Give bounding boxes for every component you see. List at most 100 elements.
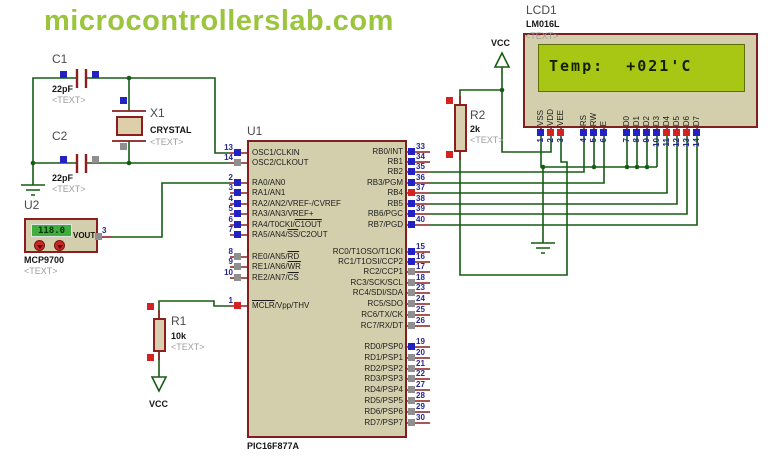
vcc-bottom-label: VCC bbox=[149, 399, 169, 409]
pic-pin-number-38: 38 bbox=[416, 194, 425, 203]
pin-state-indicator bbox=[683, 129, 690, 136]
u2-ref[interactable]: U2 bbox=[24, 198, 40, 212]
wire bbox=[459, 89, 502, 104]
lcd-pin-label-d7: D7 bbox=[692, 115, 701, 126]
pin-state-indicator bbox=[234, 159, 241, 166]
sensor-increase-button[interactable] bbox=[54, 240, 65, 251]
pic-pin-label-13: OSC1/CLKIN bbox=[252, 148, 300, 157]
pic-pin-number-25: 25 bbox=[416, 305, 425, 314]
pin-state-indicator bbox=[408, 343, 415, 350]
pin-state-indicator bbox=[590, 129, 597, 136]
pic-pin-label-34: RB1 bbox=[387, 157, 403, 166]
pic-pin-number-6: 6 bbox=[228, 215, 233, 224]
pic-pin-label-1: MCLR/Vpp/THV bbox=[252, 301, 310, 310]
pic-pin-label-7: RA5/AN4/SS/C2OUT bbox=[252, 230, 328, 239]
junction-dot bbox=[624, 164, 630, 170]
pin-state-indicator bbox=[408, 179, 415, 186]
pin-state-indicator bbox=[147, 303, 154, 310]
pin-state-indicator bbox=[580, 129, 587, 136]
wire bbox=[430, 135, 678, 205]
pic-pin-number-34: 34 bbox=[416, 152, 425, 161]
pin-state-indicator bbox=[408, 289, 415, 296]
pic-pin-label-30: RD7/PSP7 bbox=[364, 418, 403, 427]
c1-ref[interactable]: C1 bbox=[52, 52, 68, 66]
pic-pin-label-24: RC5/SDO bbox=[367, 299, 403, 308]
u2-annotation: <TEXT> bbox=[24, 266, 58, 276]
wire bbox=[430, 135, 605, 184]
pin-state-indicator bbox=[234, 200, 241, 207]
junction-dot bbox=[634, 164, 640, 170]
pin-state-indicator bbox=[693, 129, 700, 136]
lcd-pin-label-rw: RW bbox=[589, 112, 598, 126]
capacitor-c1-plates bbox=[75, 69, 88, 88]
x1-ref[interactable]: X1 bbox=[150, 106, 165, 120]
u2-value: MCP9700 bbox=[24, 255, 65, 265]
pin-state-indicator bbox=[446, 97, 453, 104]
pin-state-indicator bbox=[408, 210, 415, 217]
pin-state-indicator bbox=[600, 129, 607, 136]
vcc-arrow-down-icon bbox=[150, 376, 168, 393]
pic-pin-number-5: 5 bbox=[228, 204, 233, 213]
pin-state-indicator bbox=[408, 375, 415, 382]
pin-state-indicator bbox=[623, 129, 630, 136]
pin-state-indicator bbox=[92, 156, 99, 163]
wire bbox=[430, 135, 698, 226]
lcd-pin-number-8: 8 bbox=[632, 138, 641, 143]
pic-pin-number-1: 1 bbox=[228, 296, 233, 305]
u1-ref[interactable]: U1 bbox=[247, 124, 263, 138]
r2-body[interactable] bbox=[454, 104, 467, 152]
lcd-pin-label-d0: D0 bbox=[622, 115, 631, 126]
pin-state-indicator bbox=[408, 397, 415, 404]
wire bbox=[501, 67, 552, 153]
wire bbox=[430, 135, 585, 173]
c1-annotation: <TEXT> bbox=[52, 95, 86, 105]
lcd-pin-number-5: 5 bbox=[589, 138, 598, 143]
pic-pin-number-30: 30 bbox=[416, 413, 425, 422]
c2-annotation: <TEXT> bbox=[52, 184, 86, 194]
pic-pin-label-2: RA0/AN0 bbox=[252, 178, 286, 187]
lcd-ref[interactable]: LCD1 bbox=[526, 3, 557, 17]
lcd-display-text: Temp: +021'C bbox=[549, 57, 693, 75]
lcd-pin-label-d3: D3 bbox=[652, 115, 661, 126]
pin-state-indicator bbox=[147, 354, 154, 361]
ground-symbol bbox=[531, 242, 555, 254]
r1-body[interactable] bbox=[153, 318, 166, 352]
c2-ref[interactable]: C2 bbox=[52, 129, 68, 143]
pin-state-indicator bbox=[408, 322, 415, 329]
junction-dot bbox=[30, 160, 36, 166]
lcd-pin-label-d4: D4 bbox=[662, 115, 671, 126]
pin-state-indicator bbox=[234, 253, 241, 260]
pic-pin-number-16: 16 bbox=[416, 252, 425, 261]
pin-state-indicator bbox=[408, 148, 415, 155]
pic-pin-label-36: RB3/PGM bbox=[366, 178, 403, 187]
pin-state-indicator bbox=[120, 143, 127, 150]
u1-value: PIC16F877A bbox=[247, 441, 300, 451]
pic-pin-number-40: 40 bbox=[416, 215, 425, 224]
pic-pin-number-21: 21 bbox=[416, 359, 425, 368]
pin-state-indicator bbox=[557, 129, 564, 136]
capacitor-c2-plates bbox=[75, 154, 88, 173]
lcd-pin-number-2: 2 bbox=[546, 138, 555, 143]
r1-ref[interactable]: R1 bbox=[171, 314, 187, 328]
junction-dot bbox=[126, 160, 132, 166]
pic-pin-label-3: RA1/AN1 bbox=[252, 188, 286, 197]
wire bbox=[459, 135, 568, 276]
c2-value: 22pF bbox=[52, 173, 74, 183]
lcd-pin-number-7: 7 bbox=[622, 138, 631, 143]
pin-state-indicator bbox=[633, 129, 640, 136]
pic-pin-number-22: 22 bbox=[416, 369, 425, 378]
pic-pin-number-7: 7 bbox=[228, 225, 233, 234]
sensor-vout-label: VOUT bbox=[73, 231, 96, 240]
crystal-body[interactable] bbox=[116, 116, 143, 136]
lcd-pin-number-12: 12 bbox=[672, 138, 681, 147]
x1-value: CRYSTAL bbox=[150, 125, 192, 135]
pin-state-indicator bbox=[60, 156, 67, 163]
r2-ref[interactable]: R2 bbox=[470, 108, 486, 122]
microcontroller-body[interactable] bbox=[247, 140, 407, 438]
sensor-decrease-button[interactable] bbox=[34, 240, 45, 251]
pin-state-indicator bbox=[408, 189, 415, 196]
c1-value: 22pF bbox=[52, 84, 74, 94]
pin-state-indicator bbox=[408, 408, 415, 415]
r2-value: 2k bbox=[470, 124, 481, 134]
